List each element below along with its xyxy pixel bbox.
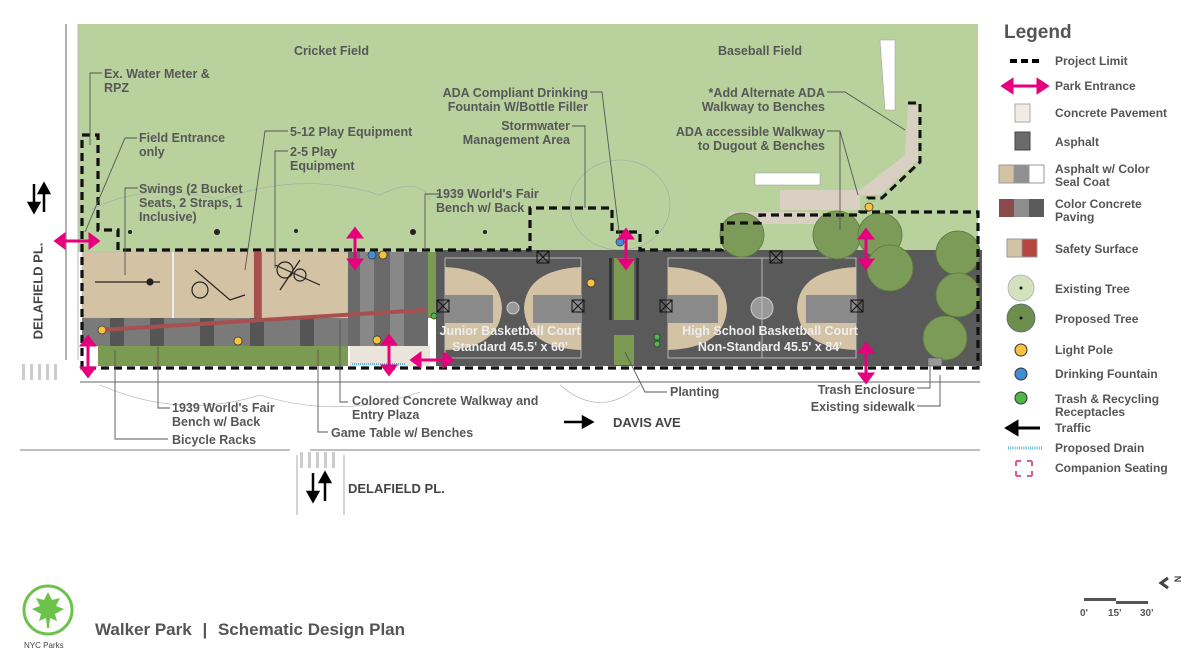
- callout-water-meter: Ex. Water Meter &RPZ: [104, 67, 210, 95]
- legend-traffic: Traffic: [1055, 421, 1092, 435]
- north-label: N: [1172, 575, 1183, 583]
- callout-play-5-12: 5-12 Play Equipment: [290, 125, 413, 139]
- legend-proposed-tree: Proposed Tree: [1055, 312, 1139, 326]
- legend-trash-recycling: Trash & Recycling Receptacles: [1055, 392, 1160, 419]
- page-title: Walker Park | Schematic Design Plan: [95, 620, 406, 639]
- callout-trash-enclosure: Trash Enclosure: [817, 383, 915, 397]
- legend-existing-tree: Existing Tree: [1055, 282, 1130, 296]
- legend-safety-surface: Safety Surface: [1055, 242, 1139, 256]
- legend-park-entrance: Park Entrance: [1055, 79, 1136, 93]
- high-school-court: [667, 257, 857, 359]
- street-delafield-bottom: DELAFIELD PL.: [348, 481, 445, 496]
- legend-asphalt: Asphalt: [1055, 135, 1100, 149]
- nyc-parks-label: NYC Parks: [24, 641, 64, 650]
- cricket-field-label: Cricket Field: [294, 44, 370, 58]
- legend-color-concrete: Color Concrete Paving: [1055, 197, 1142, 224]
- park-entrance-arrows: [53, 226, 875, 385]
- legend-light-pole: Light Pole: [1055, 343, 1113, 357]
- nyc-parks-logo-icon: [22, 584, 74, 636]
- junior-court: [444, 257, 582, 359]
- project-limit-line: [80, 133, 980, 370]
- legend-project-limit: Project Limit: [1055, 54, 1128, 68]
- legend-drinking-fountain: Drinking Fountain: [1055, 367, 1158, 381]
- callout-bicycle-racks: Bicycle Racks: [172, 433, 257, 447]
- playground-safety-surface-2: [173, 251, 255, 325]
- proposed-trees: [719, 210, 981, 361]
- legend-concrete-pavement: Concrete Pavement: [1055, 106, 1168, 120]
- callout-planting: Planting: [670, 385, 720, 399]
- legend-asphalt-seal-coat: Asphalt w/ Color Seal Coat: [1055, 162, 1150, 189]
- legend-symbols: [998, 59, 1050, 477]
- scale-bar: [1084, 598, 1148, 604]
- baseball-field-label: Baseball Field: [718, 44, 803, 58]
- street-delafield-left: DELAFIELD PL.: [30, 242, 46, 340]
- callout-existing-sidewalk: Existing sidewalk: [810, 400, 915, 414]
- north-arrow-icon: [1158, 576, 1169, 590]
- callout-game-table: Game Table w/ Benches: [331, 426, 474, 440]
- playground-safety-surface-3: [261, 251, 349, 321]
- traffic-arrows: [26, 181, 595, 504]
- legend-proposed-drain: Proposed Drain: [1055, 441, 1145, 455]
- legend-title: Legend: [1004, 22, 1072, 43]
- legend-companion-seating: Companion Seating: [1055, 461, 1168, 475]
- playground-safety-surface-1: [81, 251, 173, 319]
- street-davis-ave: DAVIS AVE: [613, 415, 681, 430]
